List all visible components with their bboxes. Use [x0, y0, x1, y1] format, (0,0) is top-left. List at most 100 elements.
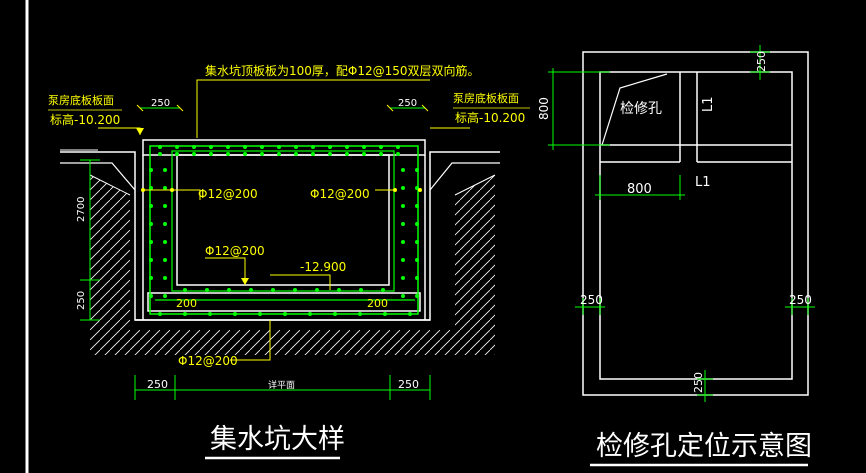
- opening-label: 检修孔: [620, 101, 662, 117]
- rebar-dot: [208, 312, 212, 316]
- rebar-dot: [379, 145, 383, 149]
- rebar-dot: [401, 186, 405, 190]
- rebar-dot: [163, 186, 167, 190]
- rebar-dot: [149, 186, 153, 190]
- rebar-dot: [192, 145, 196, 149]
- dim-bottom-left: 250: [147, 378, 168, 391]
- plan-outer: [582, 51, 809, 396]
- rebar-dot: [328, 152, 332, 156]
- bottom-center-label: 详平面: [268, 379, 295, 391]
- rebar-dot: [415, 276, 419, 280]
- rebar-dot: [358, 312, 362, 316]
- rebar-dot: [163, 204, 167, 208]
- rebar-dot: [163, 258, 167, 262]
- rebar-dot: [149, 168, 153, 172]
- rebar-dot: [362, 152, 366, 156]
- rebar-dot: [283, 312, 287, 316]
- rebar-dot: [381, 288, 385, 292]
- dim-left-bottom: 250: [76, 291, 87, 310]
- right-elev-label: 标高-10.200: [455, 110, 525, 125]
- ground-slope-right: [429, 162, 500, 191]
- opening-symbol: [601, 73, 668, 146]
- dim-bottom-right: 250: [398, 378, 419, 391]
- rebar-dot: [233, 312, 237, 316]
- soil-hatch-left: [90, 175, 495, 355]
- rebar-dot: [277, 145, 281, 149]
- rebar-dot: [183, 312, 187, 316]
- beam-label-vertical: L1: [701, 96, 716, 112]
- rebar-dot: [243, 145, 247, 149]
- beam-label-horizontal: L1: [695, 175, 711, 190]
- right-title: 检修孔定位示意图: [596, 431, 812, 462]
- dim-opening-height: 800: [537, 97, 551, 120]
- rebar-dot: [396, 145, 400, 149]
- bottom-slab: [147, 292, 421, 312]
- rebar-dot: [149, 276, 153, 280]
- rebar-dot: [158, 145, 162, 149]
- rebar-dot: [415, 222, 419, 226]
- dim-left: 250: [580, 293, 603, 307]
- access-opening-plan: 检修孔 L1 L1 800 800 250 250 250 250 检修孔定位示…: [537, 45, 815, 467]
- rebar-dot: [277, 152, 281, 156]
- rebar-dot: [158, 152, 162, 156]
- dim-top-right: 250: [398, 98, 417, 109]
- rebar-dot: [163, 276, 167, 280]
- right-floor-label: 泵房底板板面: [453, 91, 519, 105]
- rebar-cavity-cage: [171, 150, 395, 292]
- rebar-dot: [249, 288, 253, 292]
- rebar-dot: [401, 276, 405, 280]
- rebar-dot: [383, 312, 387, 316]
- rebar-left-label: Φ12@200: [198, 187, 258, 201]
- rebar-dot: [311, 152, 315, 156]
- rebar-dot: [258, 312, 262, 316]
- left-floor-label: 泵房底板板面: [48, 93, 114, 107]
- rebar-dot: [359, 288, 363, 292]
- rebar-dot: [175, 152, 179, 156]
- rebar-dot: [401, 294, 405, 298]
- rebar-dot: [149, 222, 153, 226]
- rebar-dot: [294, 152, 298, 156]
- rebar-dot: [315, 288, 319, 292]
- rebar-dot: [401, 222, 405, 226]
- dim-top: 250: [755, 51, 768, 72]
- rebar-dot: [149, 204, 153, 208]
- rebar-dot: [311, 145, 315, 149]
- rebar-dot: [163, 222, 167, 226]
- rebar-dot: [328, 145, 332, 149]
- rebar-dot: [345, 152, 349, 156]
- dim-left-vertical: 2700: [76, 197, 87, 222]
- rebar-dot: [293, 288, 297, 292]
- rebar-right-label: Φ12@200: [310, 187, 370, 201]
- ground-slope-left: [60, 162, 136, 191]
- rebar-dot: [415, 240, 419, 244]
- rebar-dot: [260, 152, 264, 156]
- rebar-dot: [396, 152, 400, 156]
- rebar-dot: [163, 294, 167, 298]
- top-note: 集水坑顶板板为100厚，配Φ12@150双层双向筋。: [205, 63, 480, 78]
- rebar-dot: [149, 240, 153, 244]
- rebar-dot: [415, 294, 419, 298]
- rebar-dot: [401, 204, 405, 208]
- rebar-dot: [415, 258, 419, 262]
- rebar-dot: [408, 312, 412, 316]
- rebar-dot: [163, 168, 167, 172]
- rebar-dot: [209, 145, 213, 149]
- rebar-dot: [401, 168, 405, 172]
- left-title: 集水坑大样: [210, 424, 345, 455]
- rebar-dot: [337, 288, 341, 292]
- pit-cavity: [176, 154, 390, 286]
- dim-bottom: 250: [692, 372, 705, 393]
- sump-detail: 集水坑顶板板为100厚，配Φ12@150双层双向筋。 泵房底板板面 标高-10.…: [48, 63, 530, 460]
- rebar-dot: [163, 240, 167, 244]
- rebar-dot: [308, 312, 312, 316]
- bottom-bar-right: 200: [367, 297, 388, 310]
- rebar-dot: [192, 152, 196, 156]
- rebar-dot: [158, 312, 162, 316]
- rebar-dot: [271, 288, 275, 292]
- rebar-bottom-label: Φ12@200: [178, 354, 238, 368]
- rebar-dot: [227, 288, 231, 292]
- rebar-dot: [401, 240, 405, 244]
- rebar-dot: [345, 145, 349, 149]
- rebar-dot: [362, 145, 366, 149]
